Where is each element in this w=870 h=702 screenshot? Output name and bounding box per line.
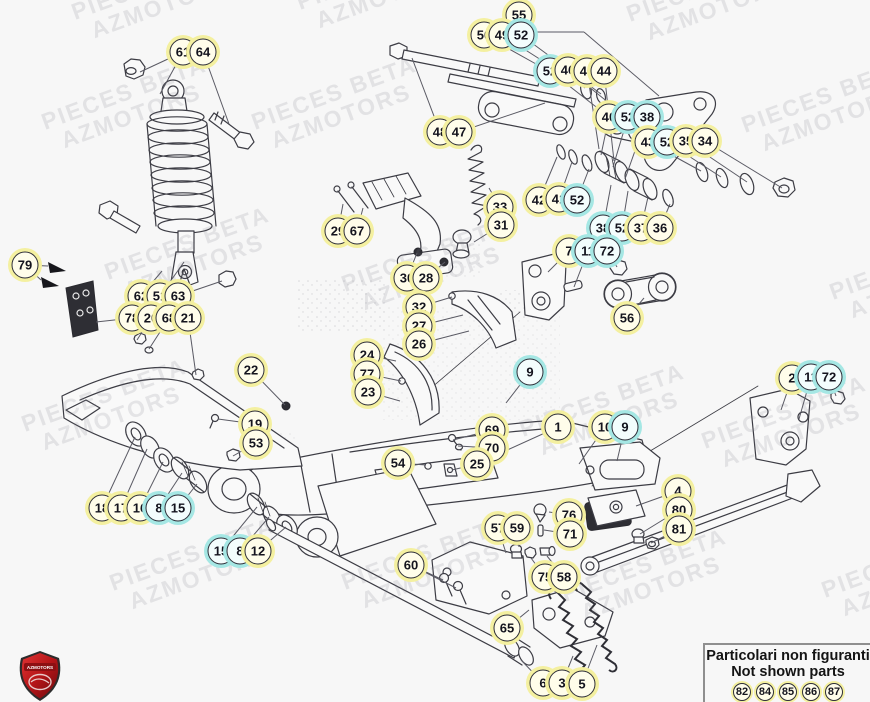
- not-shown-part-86: 86: [802, 683, 820, 701]
- part-callout-72: 72: [593, 237, 621, 265]
- part-callout-25: 25: [463, 450, 491, 478]
- part-callout-56: 56: [613, 304, 641, 332]
- small-fasteners: [424, 433, 464, 477]
- part-callout-64: 64: [189, 38, 217, 66]
- chainguard-cover: [383, 343, 440, 426]
- rocker-nut: [772, 177, 796, 198]
- not-shown-part-84: 84: [756, 683, 774, 701]
- shock-lower-nut: [218, 270, 237, 288]
- part-callout-1: 1: [544, 413, 572, 441]
- part-callout-65: 65: [493, 614, 521, 642]
- not-shown-part-85: 85: [779, 683, 797, 701]
- part-callout-71: 71: [556, 520, 584, 548]
- pin-71: [537, 524, 544, 537]
- part-callout-60: 60: [397, 551, 425, 579]
- svg-text:AZMOTORS: AZMOTORS: [312, 0, 459, 33]
- stand-pivot-block: [587, 489, 660, 550]
- rocker-arm-assembly: [556, 91, 796, 208]
- pivot-bearing-stack-left: [125, 421, 208, 494]
- slider-nut: [226, 448, 241, 462]
- legend-title-italian: Particolari non figuranti: [706, 648, 870, 664]
- needle-bearing: [624, 168, 658, 201]
- part-callout-15: 15: [164, 494, 192, 522]
- part-callout-58: 58: [550, 563, 578, 591]
- part-callout-28: 28: [412, 264, 440, 292]
- part-callout-52: 52: [507, 21, 535, 49]
- washer: [715, 167, 729, 189]
- part-callout-34: 34: [691, 127, 719, 155]
- part-callout-59: 59: [503, 514, 531, 542]
- part-callout-70: 70: [478, 434, 506, 462]
- pedal-stop-knob: [452, 229, 472, 259]
- frame-bracket: [423, 253, 628, 395]
- linkage-pivot-bolt: [389, 42, 607, 108]
- part-callout-9: 9: [516, 358, 544, 386]
- part-callout-26: 26: [405, 330, 433, 358]
- part-callout-54: 54: [384, 449, 412, 477]
- part-callout-22: 22: [237, 356, 265, 384]
- part-callout-67: 67: [343, 217, 371, 245]
- sidestand-foot: [785, 469, 821, 503]
- rear-shock-absorber: [123, 58, 217, 286]
- legend-part-numbers: 82 84 85 86 87: [705, 683, 870, 701]
- part-callout-52: 52: [563, 186, 591, 214]
- shock-lower-bolt: [98, 200, 141, 234]
- part-callout-23: 23: [354, 378, 382, 406]
- part-callout-81: 81: [665, 515, 693, 543]
- chain-guide-plate: [65, 280, 205, 381]
- not-shown-part-87: 87: [825, 683, 843, 701]
- part-callout-38: 38: [633, 103, 661, 131]
- dust-seal: [739, 172, 755, 196]
- part-callout-53: 53: [242, 429, 270, 457]
- logo-text: AZMOTORS: [27, 665, 53, 670]
- part-callout-79: 79: [11, 251, 39, 279]
- part-callout-12: 12: [244, 537, 272, 565]
- part-callout-72: 72: [815, 363, 843, 391]
- pivot-axle: [265, 518, 534, 666]
- part-callout-44: 44: [590, 57, 618, 85]
- chain-slider: [61, 366, 303, 471]
- slider-screw: [210, 413, 220, 423]
- chainguide-bracket: [591, 385, 846, 487]
- dogbone-link: [603, 272, 677, 309]
- legend-title-english: Not shown parts: [731, 664, 845, 680]
- arrow-indicators: [41, 262, 66, 288]
- part-callout-47: 47: [445, 118, 473, 146]
- nut-75: [524, 546, 537, 559]
- part-callout-31: 31: [487, 211, 515, 239]
- part-callout-36: 36: [646, 214, 674, 242]
- azmotors-logo: AZMOTORS: [19, 651, 61, 701]
- not-shown-parts-box: Particolari non figuranti Not shown part…: [703, 643, 870, 702]
- part-callout-5: 5: [568, 670, 596, 698]
- pedal-return-spring: [467, 144, 488, 226]
- sidestand-mount-plate: [431, 541, 528, 615]
- part-callout-9: 9: [611, 413, 639, 441]
- shock-shaft: [177, 230, 195, 254]
- bracket-nut: [609, 259, 628, 276]
- part-callout-21: 21: [174, 304, 202, 332]
- swingarm-guard: [448, 290, 517, 349]
- bracket-nut: [830, 390, 846, 405]
- not-shown-part-82: 82: [733, 683, 751, 701]
- shock-upper-bolt: [208, 111, 255, 150]
- chain-roller-guide: [443, 463, 458, 477]
